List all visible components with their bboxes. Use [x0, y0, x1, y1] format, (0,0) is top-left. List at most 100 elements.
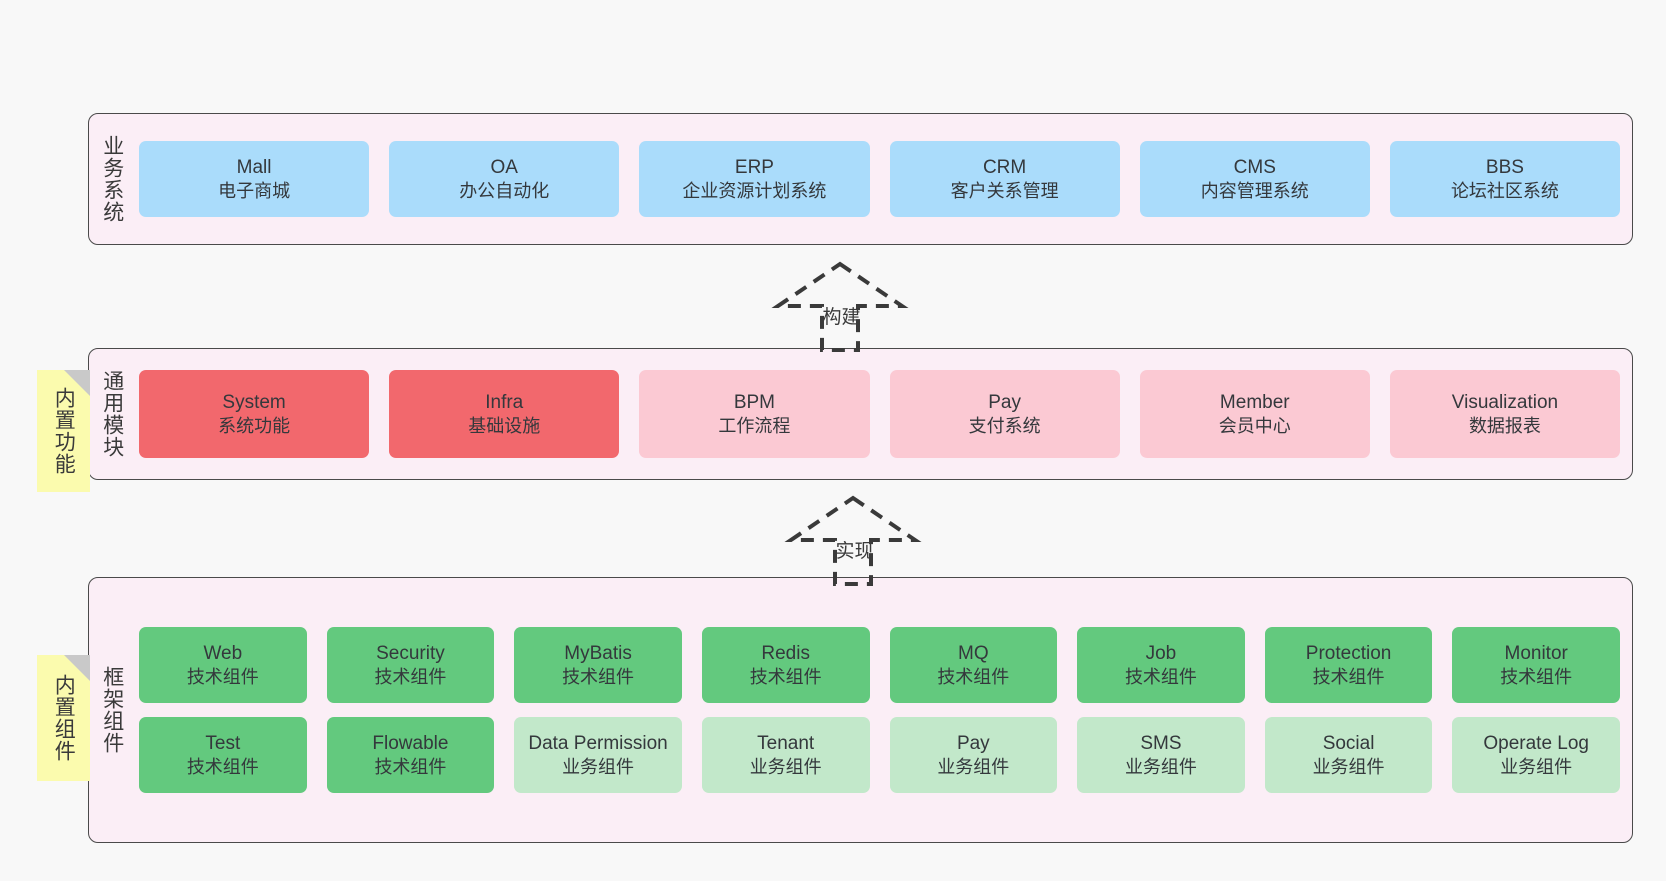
layer-body-business-system: Mall 电子商城 OA 办公自动化 ERP 企业资源计划系统 CRM 客户关系…: [135, 114, 1632, 244]
card-title: System: [222, 391, 286, 413]
sticky-note-label: 内置功能: [52, 387, 76, 475]
card-title: MyBatis: [564, 642, 632, 664]
layer-business-system: 业务系统 Mall 电子商城 OA 办公自动化 ERP 企业资源计划系统 CRM…: [88, 113, 1633, 245]
card-subtitle: 业务组件: [562, 756, 635, 777]
card-subtitle: 业务组件: [1500, 756, 1573, 777]
card-subtitle: 基础设施: [468, 415, 541, 436]
card-title: ERP: [734, 156, 774, 178]
card-subtitle: 技术组件: [1124, 666, 1197, 687]
card-subtitle: 工作流程: [718, 415, 791, 436]
card-subtitle: 系统功能: [218, 415, 291, 436]
card-title: Data Permission: [528, 732, 668, 754]
card-title: Operate Log: [1483, 732, 1589, 754]
framework-card-pay[interactable]: Pay 业务组件: [889, 717, 1058, 793]
module-card-infra[interactable]: Infra 基础设施: [389, 370, 620, 458]
business-card-cms[interactable]: CMS 内容管理系统: [1139, 141, 1370, 217]
card-title: CMS: [1233, 156, 1276, 178]
card-title: Web: [203, 642, 243, 664]
card-subtitle: 技术组件: [374, 666, 447, 687]
dashed-up-arrow-icon: [784, 495, 922, 586]
card-title: BBS: [1485, 156, 1524, 178]
framework-component-row-1: Web 技术组件 Security 技术组件 MyBatis 技术组件 Redi…: [139, 627, 1620, 703]
sticky-note-builtin-components: 内置组件: [37, 655, 90, 781]
module-card-member[interactable]: Member 会员中心: [1139, 370, 1370, 458]
framework-component-row-2: Test 技术组件 Flowable 技术组件 Data Permission …: [139, 717, 1620, 793]
card-title: SMS: [1140, 732, 1182, 754]
card-subtitle: 技术组件: [562, 666, 635, 687]
card-title: Infra: [485, 391, 524, 413]
card-title: Flowable: [372, 732, 449, 754]
layer-common-module: 通用模块 System 系统功能 Infra 基础设施 BPM 工作流程 Pay…: [88, 348, 1633, 480]
framework-card-monitor[interactable]: Monitor 技术组件: [1452, 627, 1620, 703]
business-card-oa[interactable]: OA 办公自动化: [389, 141, 620, 217]
card-subtitle: 客户关系管理: [950, 180, 1059, 201]
card-title: Mall: [236, 156, 272, 178]
card-title: Security: [376, 642, 445, 664]
card-title: Visualization: [1451, 391, 1559, 413]
business-card-erp[interactable]: ERP 企业资源计划系统: [639, 141, 870, 217]
framework-card-web[interactable]: Web 技术组件: [139, 627, 307, 703]
card-title: OA: [490, 156, 518, 178]
common-module-row: System 系统功能 Infra 基础设施 BPM 工作流程 Pay 支付系统…: [139, 370, 1621, 458]
card-subtitle: 技术组件: [1500, 666, 1573, 687]
business-card-bbs[interactable]: BBS 论坛社区系统: [1389, 141, 1621, 217]
card-title: Redis: [761, 642, 810, 664]
card-subtitle: 会员中心: [1218, 415, 1291, 436]
framework-card-operate-log[interactable]: Operate Log 业务组件: [1452, 717, 1620, 793]
layer-body-common-module: System 系统功能 Infra 基础设施 BPM 工作流程 Pay 支付系统…: [135, 349, 1632, 479]
business-card-mall[interactable]: Mall 电子商城: [139, 141, 370, 217]
card-subtitle: 技术组件: [937, 666, 1010, 687]
card-subtitle: 技术组件: [374, 756, 447, 777]
folded-corner-icon: [64, 370, 90, 396]
business-card-crm[interactable]: CRM 客户关系管理: [889, 141, 1120, 217]
card-title: Protection: [1305, 642, 1392, 664]
module-card-pay[interactable]: Pay 支付系统: [889, 370, 1120, 458]
module-card-visualization[interactable]: Visualization 数据报表: [1389, 370, 1621, 458]
framework-card-redis[interactable]: Redis 技术组件: [701, 627, 870, 703]
sticky-note-label: 内置组件: [52, 674, 76, 762]
card-title: Member: [1219, 391, 1290, 413]
framework-card-security[interactable]: Security 技术组件: [326, 627, 495, 703]
framework-card-job[interactable]: Job 技术组件: [1077, 627, 1245, 703]
card-subtitle: 内容管理系统: [1200, 180, 1309, 201]
card-title: BPM: [733, 391, 776, 413]
module-card-bpm[interactable]: BPM 工作流程: [639, 370, 870, 458]
layer-body-framework-component: Web 技术组件 Security 技术组件 MyBatis 技术组件 Redi…: [135, 578, 1632, 842]
card-subtitle: 技术组件: [186, 756, 259, 777]
dashed-up-arrow-icon: [771, 261, 909, 352]
card-title: Social: [1322, 732, 1375, 754]
card-title: Pay: [988, 391, 1021, 413]
framework-card-mq[interactable]: MQ 技术组件: [889, 627, 1058, 703]
connector-implement-label: 实现: [835, 541, 874, 562]
card-subtitle: 支付系统: [968, 415, 1041, 436]
card-subtitle: 数据报表: [1468, 415, 1541, 436]
framework-card-protection[interactable]: Protection 技术组件: [1264, 627, 1433, 703]
card-title: CRM: [982, 156, 1027, 178]
layer-title-framework-component: 框架组件: [100, 666, 124, 754]
card-subtitle: 论坛社区系统: [1450, 180, 1559, 201]
card-title: MQ: [958, 642, 989, 664]
sticky-note-builtin-features: 内置功能: [37, 370, 90, 492]
connector-build-label: 构建: [822, 307, 861, 328]
card-subtitle: 业务组件: [1124, 756, 1197, 777]
framework-card-sms[interactable]: SMS 业务组件: [1077, 717, 1245, 793]
business-system-row: Mall 电子商城 OA 办公自动化 ERP 企业资源计划系统 CRM 客户关系…: [139, 141, 1621, 217]
framework-card-flowable[interactable]: Flowable 技术组件: [326, 717, 495, 793]
card-subtitle: 办公自动化: [459, 180, 550, 201]
module-card-system[interactable]: System 系统功能: [139, 370, 370, 458]
card-subtitle: 业务组件: [1312, 756, 1385, 777]
framework-card-data-permission[interactable]: Data Permission 业务组件: [514, 717, 682, 793]
card-subtitle: 业务组件: [937, 756, 1010, 777]
card-subtitle: 技术组件: [1312, 666, 1385, 687]
framework-card-mybatis[interactable]: MyBatis 技术组件: [514, 627, 682, 703]
card-title: Tenant: [757, 732, 815, 754]
card-subtitle: 企业资源计划系统: [682, 180, 827, 201]
card-title: Job: [1145, 642, 1177, 664]
connector-implement: 实现: [773, 492, 933, 588]
layer-title-common-module: 通用模块: [100, 370, 124, 458]
framework-card-test[interactable]: Test 技术组件: [139, 717, 307, 793]
layer-framework-component: 框架组件 Web 技术组件 Security 技术组件 MyBatis 技术组件…: [88, 577, 1633, 843]
framework-card-tenant[interactable]: Tenant 业务组件: [701, 717, 870, 793]
card-subtitle: 电子商城: [218, 180, 291, 201]
framework-card-social[interactable]: Social 业务组件: [1264, 717, 1433, 793]
